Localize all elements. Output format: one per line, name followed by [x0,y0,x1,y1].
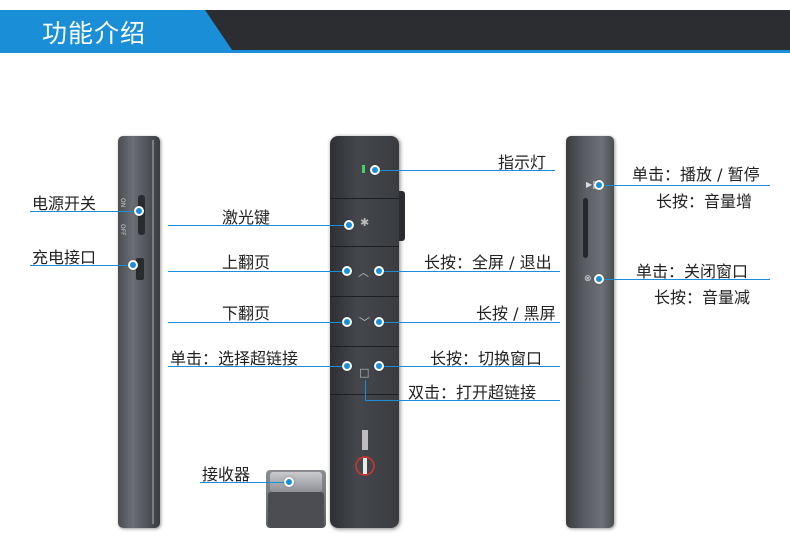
label-page-down: 下翻页 [222,304,271,323]
header-accent [0,10,232,50]
callout-line-page-down [168,322,350,323]
callout-line-fullscreen [380,271,560,272]
label-power-switch: 电源开关 [32,194,97,213]
callout-dot-page-down [342,317,352,327]
label-long-press-black: 长按 / 黑屏 [476,304,556,323]
button-divider [330,198,399,199]
callout-line-charge [30,265,134,266]
square-window-icon[interactable]: □ [359,366,370,379]
callout-dot-receiver [284,477,294,487]
label-single-click-link: 单击：选择超链接 [170,349,299,368]
label-single-close-window: 单击：关闭窗口 [636,262,749,281]
label-charge-port: 充电接口 [32,248,97,267]
label-laser-key: 激光键 [222,208,271,227]
label-long-press-fullscreen: 长按：全屏 / 退出 [424,253,552,272]
callout-dot-laser [344,220,354,230]
usb-receiver [266,470,326,528]
button-divider [330,246,399,247]
brand-logo [355,430,375,476]
volume-rocker[interactable] [583,198,588,258]
button-divider [330,394,399,395]
presenter-front-view: ✱ ︿ ﹀ □ [330,136,405,528]
label-double-click-link: 双击：打开超链接 [408,383,537,402]
callout-line-play [600,185,770,186]
device-edge-highlight [152,140,154,524]
callout-dot-fullscreen [374,266,384,276]
presenter-side-view-left: ON OFF [118,136,160,528]
label-indicator: 指示灯 [498,153,547,172]
callout-line-black [380,322,560,323]
callout-dot-select-link [342,361,352,371]
chevron-up-icon[interactable]: ︿ [358,266,369,279]
label-receiver: 接收器 [202,465,251,484]
callout-dot-charge [128,260,138,270]
receiver-body [268,492,324,528]
presenter-side-view-right: ▶‖ ⊗ [566,136,614,528]
callout-dot-power [134,206,144,216]
callout-line-page-up [168,271,350,272]
header-underline [0,50,790,53]
callout-dot-indicator [370,165,380,175]
callout-dot-close [594,274,604,284]
indicator-led [362,165,365,173]
callout-line-laser [168,225,350,226]
chevron-down-icon[interactable]: ﹀ [359,316,370,329]
label-long-press-switch: 长按：切换窗口 [430,349,543,368]
switch-on-text: ON [119,198,126,208]
button-divider [330,346,399,347]
callout-line-switch-window [380,366,560,367]
laser-star-icon[interactable]: ✱ [360,216,370,229]
callout-dot-page-up [342,266,352,276]
label-long-vol-down: 长按：音量减 [654,288,751,307]
switch-off-text: OFF [119,224,126,236]
callout-line-double-click [365,400,560,401]
label-page-up: 上翻页 [222,253,271,272]
label-long-vol-up: 长按：音量增 [656,192,753,211]
callout-dot-black [374,317,384,327]
side-button[interactable] [399,191,405,241]
close-circle-icon[interactable]: ⊗ [584,274,592,284]
button-divider [330,296,399,297]
play-pause-icon[interactable]: ▶‖ [586,180,597,189]
label-single-play-pause: 单击：播放 / 暂停 [632,165,760,184]
callout-vline-double [365,380,366,400]
charge-port [136,258,144,280]
callout-line-close [600,279,770,280]
page-title: 功能介绍 [42,19,147,48]
callout-dot-switch-window [374,361,384,371]
callout-dot-play [594,180,604,190]
callout-line-receiver [200,482,290,483]
callout-line-select-link [168,366,350,367]
receiver-connector [270,472,322,492]
callout-line-power [30,211,140,212]
callout-line-indicator [375,170,555,171]
